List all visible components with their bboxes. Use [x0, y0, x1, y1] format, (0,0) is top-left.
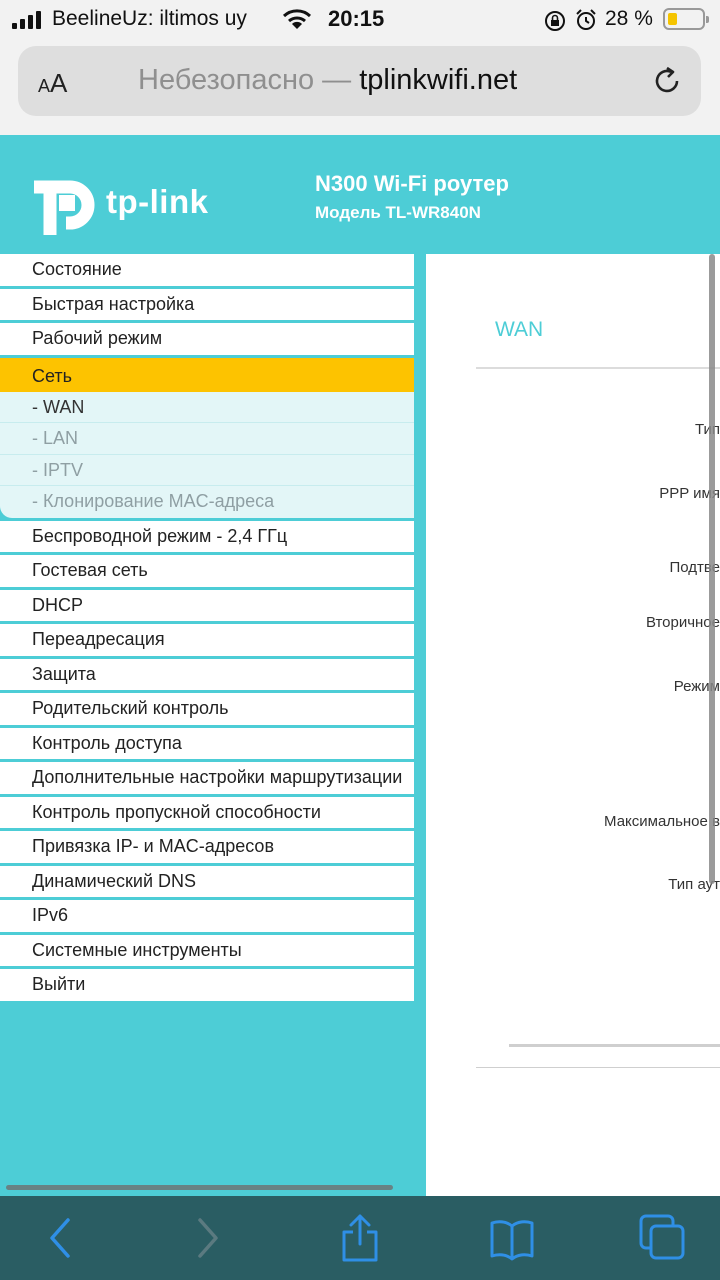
menu-item[interactable]: Контроль доступа — [0, 727, 414, 762]
menu-item[interactable]: DHCP — [0, 589, 414, 624]
divider — [509, 1044, 720, 1047]
submenu-item-wan[interactable]: - WAN — [0, 392, 414, 423]
content-panel: WAN Тип PPP имя Подтве Вторичное Режим М… — [426, 254, 720, 1196]
browser-toolbar — [0, 1196, 720, 1280]
orientation-lock-icon — [543, 9, 567, 38]
field-label: Тип — [694, 421, 720, 438]
submenu-item-lan[interactable]: - LAN — [0, 423, 414, 455]
menu-item[interactable]: Защита — [0, 658, 414, 693]
logo-text: tp-link — [106, 183, 209, 220]
back-icon[interactable] — [40, 1210, 80, 1271]
model-title: N300 Wi-Fi роутер — [315, 171, 509, 196]
menu-item[interactable]: Беспроводной режим - 2,4 ГГц — [0, 520, 414, 555]
horizontal-scrollbar[interactable] — [6, 1185, 393, 1190]
submenu-item-iptv[interactable]: - IPTV — [0, 455, 414, 486]
field-label: Максимальное в — [604, 813, 720, 830]
router-header: tp-link N300 Wi-Fi роутер Модель TL-WR84… — [0, 135, 720, 254]
menu-item[interactable]: Системные инструменты — [0, 934, 414, 969]
menu-item[interactable]: Привязка IP- и MAC-адресов — [0, 831, 414, 866]
sidebar-menu: Состояние Быстрая настройка Рабочий режи… — [0, 254, 414, 1004]
tabs-icon[interactable] — [638, 1210, 688, 1271]
battery-percent: 28 % — [605, 7, 653, 30]
tp-link-logo-icon — [30, 165, 100, 242]
field-label: Вторичное — [645, 614, 720, 631]
wifi-icon — [282, 8, 312, 35]
forward-icon[interactable] — [188, 1210, 228, 1271]
clock-time: 20:15 — [328, 6, 385, 31]
share-icon[interactable] — [338, 1210, 382, 1271]
alarm-icon — [574, 8, 598, 37]
menu-item[interactable]: Быстрая настройка — [0, 288, 414, 323]
security-warning: Небезопасно — — [138, 64, 360, 96]
reload-icon[interactable] — [651, 65, 683, 102]
menu-item[interactable]: Контроль пропускной способности — [0, 796, 414, 831]
menu-item[interactable]: Динамический DNS — [0, 865, 414, 900]
bookmarks-icon[interactable] — [488, 1210, 536, 1271]
menu-item[interactable]: Родительский контроль — [0, 693, 414, 728]
text-size-button[interactable]: AA — [38, 68, 68, 98]
menu-item[interactable]: Состояние — [0, 254, 414, 289]
model-subtitle: Модель TL-WR840N — [315, 203, 481, 222]
url-text[interactable]: Небезопасно — tplinkwifi.net — [138, 64, 517, 97]
menu-item[interactable]: IPv6 — [0, 900, 414, 935]
menu-item-logout[interactable]: Выйти — [0, 969, 414, 1004]
submenu-item-mac-clone[interactable]: - Клонирование MAC-адреса — [32, 491, 275, 511]
divider — [476, 1067, 720, 1068]
carrier-name: BeelineUz: iltimos uy — [52, 7, 247, 30]
url-domain: tplinkwifi.net — [359, 64, 518, 96]
signal-icon — [12, 11, 42, 29]
field-label: Тип аут — [668, 876, 720, 893]
status-bar: BeelineUz: iltimos uy 20:15 28 % — [0, 0, 720, 40]
field-label: Подтве — [669, 559, 720, 576]
submenu: - WAN - LAN - IPTV - Клонирование MAC-ад… — [0, 391, 414, 518]
menu-item-active[interactable]: Сеть — [0, 357, 414, 392]
divider — [476, 367, 720, 369]
section-title: WAN — [495, 318, 544, 341]
field-label: PPP имя — [659, 485, 720, 502]
browser-address-bar: AA Небезопасно — tplinkwifi.net — [0, 40, 720, 135]
menu-item[interactable]: Дополнительные настройки маршрутизации — [0, 762, 414, 797]
vertical-scrollbar[interactable] — [709, 254, 715, 884]
url-field[interactable]: AA Небезопасно — tplinkwifi.net — [18, 46, 701, 116]
field-label: Режим — [673, 678, 720, 695]
menu-item[interactable]: Переадресация — [0, 624, 414, 659]
menu-item[interactable]: Гостевая сеть — [0, 555, 414, 590]
battery-icon — [663, 8, 709, 30]
menu-item[interactable]: Рабочий режим — [0, 323, 414, 358]
